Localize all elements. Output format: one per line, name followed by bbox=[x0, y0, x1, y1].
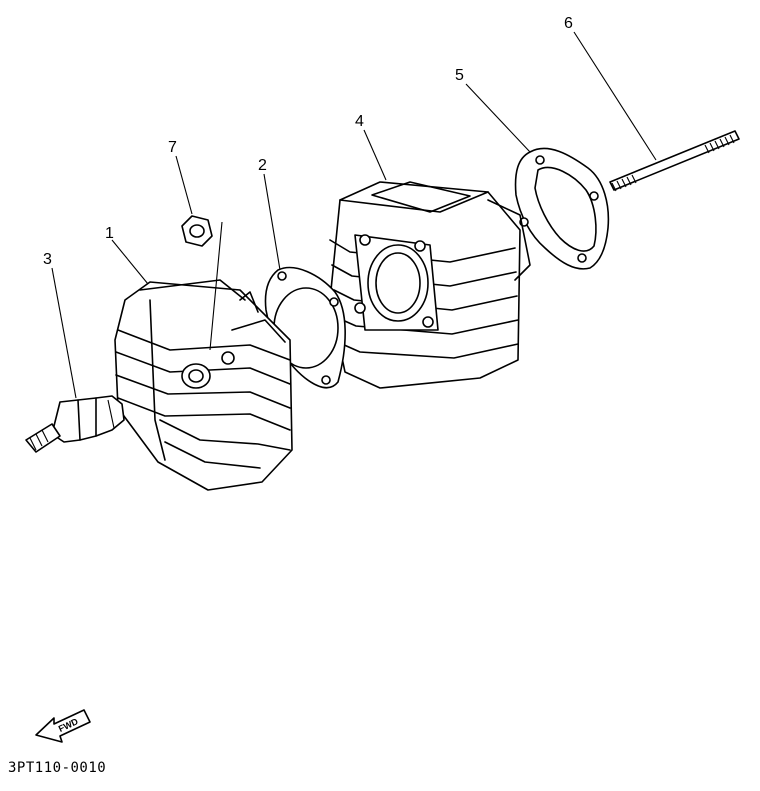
callout-leaders bbox=[51, 31, 657, 399]
callout-6: 6 bbox=[564, 15, 573, 32]
callout-2: 2 bbox=[258, 157, 267, 174]
fwd-arrow-icon: FWD bbox=[35, 709, 91, 743]
callout-1: 1 bbox=[105, 225, 114, 242]
callout-5: 5 bbox=[455, 67, 464, 84]
part-7-nut bbox=[181, 215, 213, 247]
callout-7: 7 bbox=[168, 139, 177, 156]
callout-3: 3 bbox=[43, 251, 52, 268]
part-6-stud-bolt bbox=[609, 130, 740, 192]
drawing-number: 3PT110-0010 bbox=[8, 760, 107, 776]
callout-4: 4 bbox=[355, 113, 364, 130]
part-5-base-gasket bbox=[514, 147, 610, 270]
part-4-cylinder bbox=[329, 181, 531, 389]
part-1-cylinder-head bbox=[114, 221, 293, 491]
part-3-spark-plug bbox=[25, 395, 125, 453]
